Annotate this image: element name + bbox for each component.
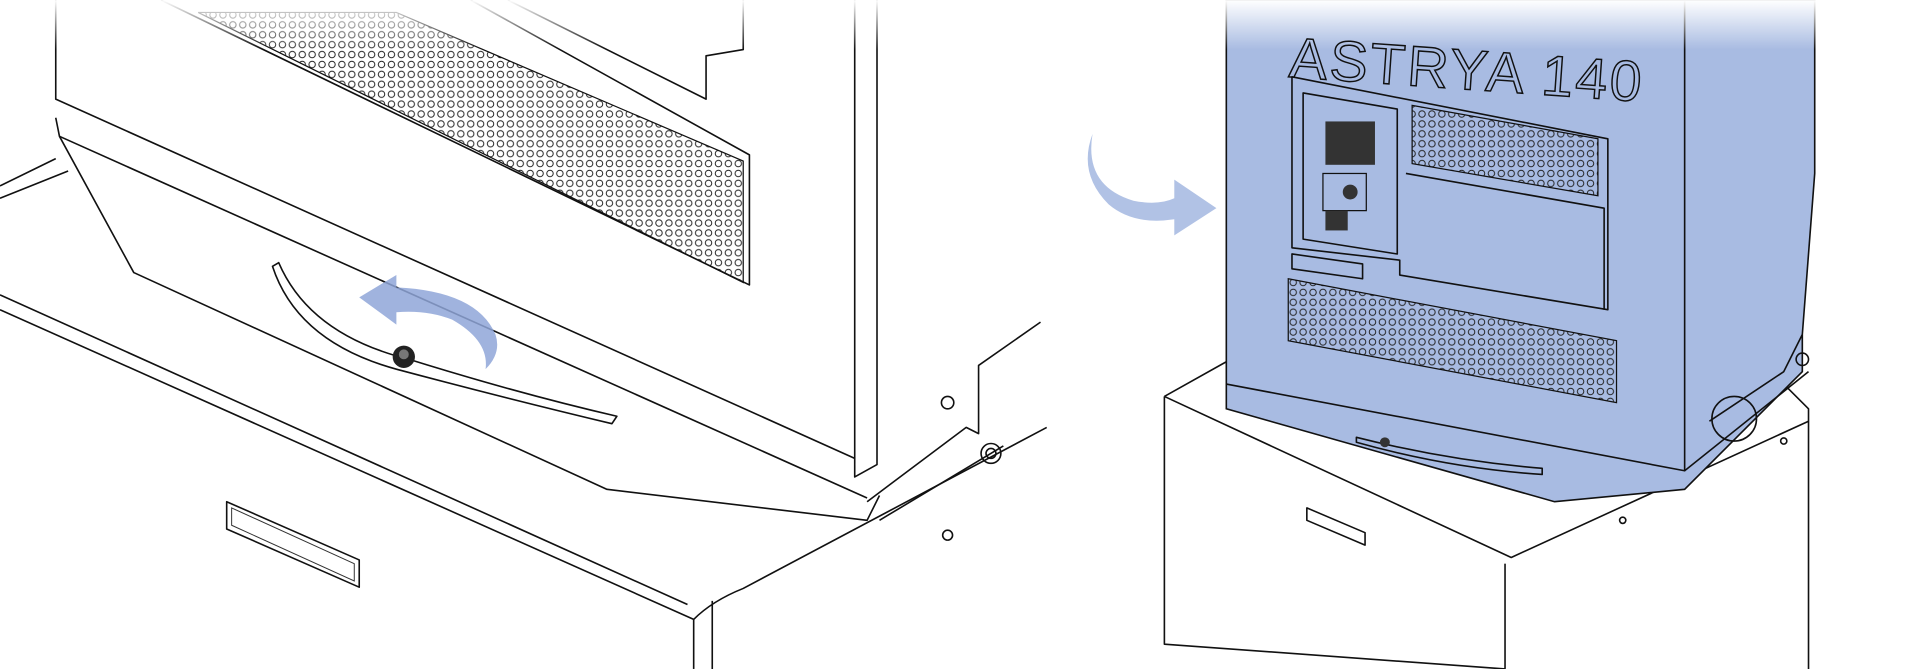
right-panel-speaker-highlighted: ASTRYA 140 (1220, 0, 1828, 503)
handle-recess (225, 500, 361, 589)
left-panel-speaker (0, 0, 1041, 522)
left-panel-cabinet-base (0, 157, 1048, 669)
rotate-counterclockwise-arrow-icon (359, 275, 498, 370)
rotate-arrow-icon (1087, 133, 1217, 236)
adjustment-slot (271, 261, 618, 425)
handle-recess (1306, 507, 1366, 546)
